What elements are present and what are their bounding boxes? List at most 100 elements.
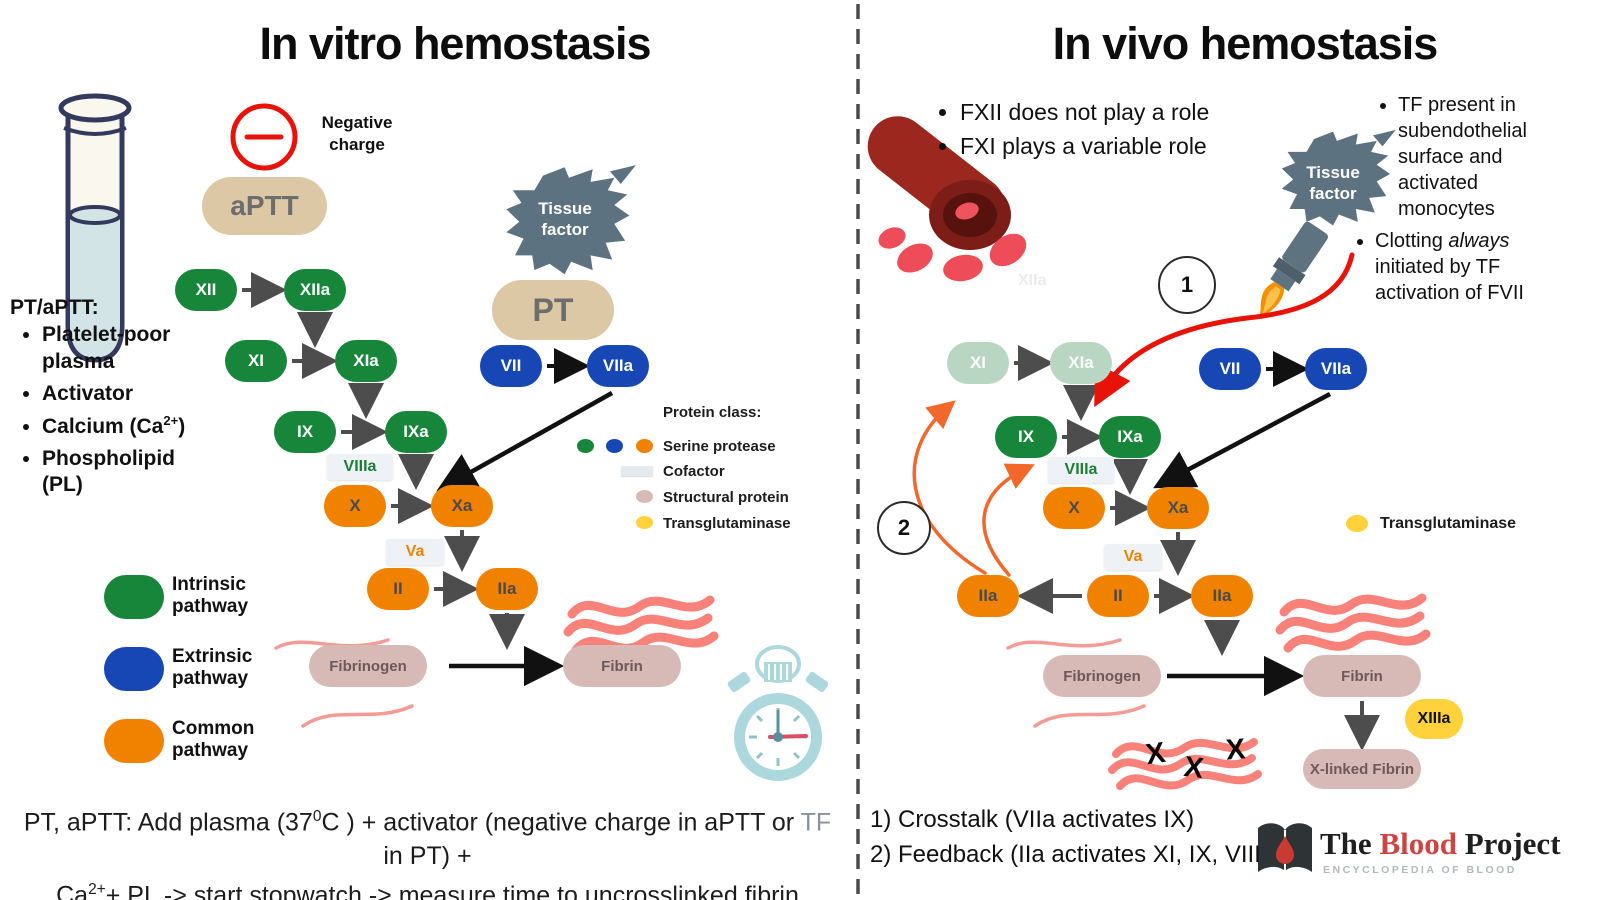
factor-xi-pill-left: XI	[225, 340, 287, 382]
factor-iia-pill-right: IIa	[1191, 575, 1253, 617]
right-panel-title: In vivo hemostasis	[1052, 18, 1439, 69]
crosslinked-fibrin-strands	[1108, 738, 1262, 790]
tissue-factor-label-left: Tissue factor	[538, 199, 592, 239]
cofactor-va-right: Va	[1104, 544, 1162, 570]
factor-xia-pill-left: XIa	[335, 340, 397, 382]
factor-ii-pill-left: II	[367, 568, 429, 610]
serine-orange-dot	[636, 439, 653, 453]
intrinsic-pathway-label: Intrinsic pathway	[172, 574, 249, 617]
factor-xi-pill-right: XI	[947, 342, 1009, 384]
blood-vessel-icon	[867, 116, 1027, 282]
factor-xiia-pill-left: XIIa	[284, 269, 346, 311]
serine-protease-label: Serine protease	[663, 438, 776, 455]
right-black-arrows	[1153, 351, 1332, 697]
extrinsic-pathway-label: Extrinsic pathway	[172, 646, 253, 689]
pen-torch-icon	[1259, 221, 1329, 319]
clotting-always-note: Clotting always initiated by TF activati…	[1375, 228, 1555, 306]
tissue-factor-label-right: Tissue factor	[1306, 163, 1360, 203]
pt-aptt-procedure-note: PT, aPTT: Add plasma (370C ) + activator…	[23, 808, 832, 900]
crosslink-x-mark: X	[1224, 733, 1247, 767]
tissue-factor-splat-right	[1281, 129, 1396, 226]
clotting-note: Clotting always initiated by TF activati…	[1355, 228, 1555, 311]
test-tube-icon	[58, 93, 132, 363]
common-pathway-swatch	[104, 719, 164, 763]
pt-pill: PT	[492, 280, 614, 340]
footnote-crosstalk: 1) Crosstalk (VIIa activates IX)	[870, 806, 1195, 833]
cofactor-label: Cofactor	[663, 463, 725, 480]
cofactor-viiia-right: VIIIa	[1048, 457, 1114, 483]
callout-circle-1: 1	[1158, 256, 1216, 314]
factor-iia-pill-left: IIa	[476, 568, 538, 610]
factor-vii-pill-left: VII	[480, 345, 542, 387]
factor-ix-pill-left: IX	[274, 411, 336, 453]
bullet-fxii: FXII does not play a role	[960, 98, 1260, 127]
cofactor-va-left: Va	[386, 539, 444, 565]
fibrin-pill-right: Fibrin	[1303, 655, 1421, 697]
extrinsic-pathway-swatch	[104, 647, 164, 691]
fibrin-strands-left	[563, 595, 719, 655]
fibrin-pill-left: Fibrin	[563, 645, 681, 687]
factor-xiiia-pill: XIIIa	[1405, 699, 1463, 739]
bullet-calcium: Calcium (Ca2+)	[42, 413, 212, 441]
protein-class-title: Protein class:	[663, 404, 762, 421]
serine-blue-dot	[606, 439, 623, 453]
tissue-factor-splat-left	[506, 165, 636, 275]
open-book-icon	[1258, 823, 1312, 876]
factor-iia-pill-feedback: IIa	[957, 575, 1019, 617]
fibrinogen-pill-right: Fibrinogen	[1043, 655, 1161, 697]
left-panel-title: In vitro hemostasis	[259, 18, 651, 69]
transglutaminase-label-right: Transglutaminase	[1380, 515, 1517, 532]
cofactor-swatch	[621, 466, 653, 476]
bullet-activator: Activator	[42, 381, 212, 408]
stopwatch-icon	[727, 645, 829, 781]
common-pathway-label: Common pathway	[172, 718, 255, 761]
callout-circle-2: 2	[877, 501, 931, 555]
factor-ix-pill-right: IX	[995, 416, 1057, 458]
factor-x-pill-right: X	[1043, 487, 1105, 529]
fibrinogen-strands	[274, 638, 1146, 728]
bullet-fxi: FXI plays a variable role	[960, 132, 1260, 161]
factor-x-pill-left: X	[324, 485, 386, 527]
bullet-platelet-poor-plasma: Platelet-poor plasma	[42, 322, 212, 376]
pt-aptt-heading: PT/aPTT:	[10, 296, 99, 319]
fibrin-strands-right	[1275, 593, 1431, 653]
transglutaminase-dot-left	[636, 516, 653, 529]
tf-location-note: TF present in subendothelial surface and…	[1378, 92, 1550, 227]
factor-ixa-pill-right: IXa	[1099, 416, 1161, 458]
aptt-pill: aPTT	[202, 177, 327, 235]
factor-ii-pill-right: II	[1087, 575, 1149, 617]
factor-ixa-pill-left: IXa	[385, 411, 447, 453]
factor-viia-pill-left: VIIa	[587, 345, 649, 387]
factor-vii-pill-right: VII	[1199, 348, 1261, 390]
minus-circle-icon	[230, 103, 298, 171]
transglutaminase-dot-right	[1346, 515, 1368, 532]
serine-green-dot	[577, 439, 594, 453]
negative-charge-label: Negative charge	[321, 113, 393, 154]
bullet-phospholipid: Phospholipid (PL)	[42, 446, 212, 500]
xlinked-fibrin-pill: X-linked Fibrin	[1303, 749, 1421, 789]
left-black-arrows	[436, 348, 614, 687]
factor-xia-pill-right: XIa	[1050, 342, 1112, 384]
crosslink-x-mark: X	[1182, 750, 1206, 786]
factor-xa-pill-left: Xa	[431, 485, 493, 527]
fibrinogen-pill-left: Fibrinogen	[309, 645, 427, 687]
factor-xa-pill-right: Xa	[1147, 487, 1209, 529]
logo-subtitle: ENCYCLOPEDIA OF BLOOD	[1323, 864, 1517, 876]
cofactor-viiia-left: VIIIa	[327, 454, 393, 480]
left-cascade-arrows	[242, 272, 525, 650]
factor-xii-pill-left: XII	[175, 269, 237, 311]
transglutaminase-label-left: Transglutaminase	[663, 515, 791, 532]
in-vivo-bullet-list: FXII does not play a role FXI plays a va…	[938, 98, 1260, 167]
crosstalk-arrow	[1094, 252, 1355, 408]
pt-aptt-bullet-list: Platelet-poor plasma Activator Calcium (…	[16, 322, 212, 504]
factor-viia-pill-right: VIIa	[1305, 348, 1367, 390]
tf-present-note: TF present in subendothelial surface and…	[1398, 92, 1550, 222]
structural-protein-label: Structural protein	[663, 489, 789, 506]
logo-wordmark: The Blood Project	[1320, 826, 1561, 861]
ghost-xiia-label: XIIa	[1018, 272, 1047, 289]
structural-dot	[636, 490, 653, 503]
feedback-arrow-viiia	[982, 463, 1035, 577]
feedback-arrow-xi	[912, 400, 987, 575]
